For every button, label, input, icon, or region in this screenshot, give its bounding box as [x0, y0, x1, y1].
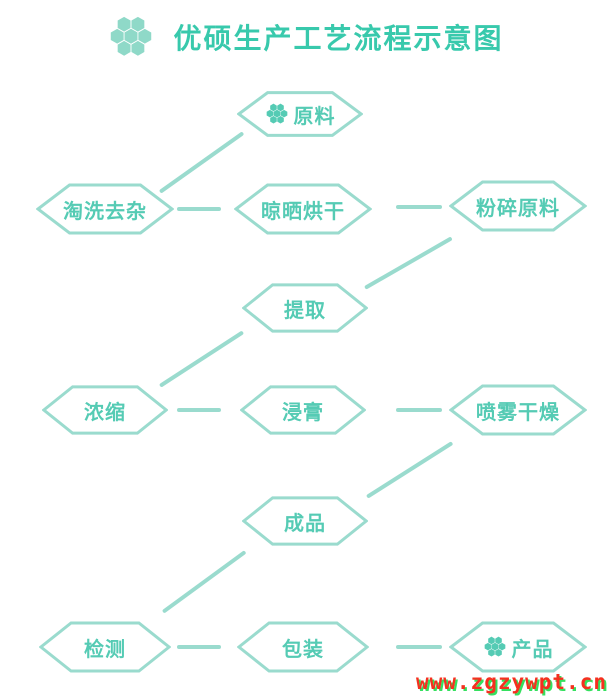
connector-rawmaterial-wash: [158, 131, 245, 194]
connector-dry-crush: [396, 205, 442, 209]
connector-inspect-package: [177, 645, 221, 649]
flower-icon: [265, 103, 289, 125]
hexagon-shape: [242, 282, 368, 334]
connector-crush-extract: [364, 236, 453, 290]
connector-concentrate-paste: [177, 408, 221, 412]
hexagon-shape: [234, 182, 372, 236]
node-inspect: 检测: [39, 620, 171, 674]
connector-spraydry-finished: [365, 441, 454, 499]
node-package: 包装: [237, 620, 369, 674]
node-paste: 浸膏: [240, 384, 366, 436]
node-label: 淘洗去杂: [63, 200, 147, 223]
brand-hexagon-flower-logo: [105, 14, 157, 60]
hexagon-shape: [42, 384, 168, 436]
node-label: 喷雾干燥: [476, 401, 560, 424]
node-concentrate: 浓缩: [42, 384, 168, 436]
node-label: 原料: [265, 100, 336, 129]
node-product: 产品: [449, 620, 587, 674]
node-spray-dry: 喷雾干燥: [449, 383, 587, 437]
node-label: 提取: [284, 299, 326, 322]
hexagon-shape: [449, 383, 587, 437]
node-crush: 粉碎原料: [449, 179, 587, 233]
node-label: 成品: [284, 512, 326, 535]
hexagon-shape: [39, 620, 171, 674]
connector-paste-spraydry: [396, 408, 442, 412]
node-raw-material: 原料: [237, 90, 363, 138]
hexagon-shape: [237, 90, 363, 138]
connector-wash-dry: [177, 207, 221, 211]
node-dry: 晾晒烘干: [234, 182, 372, 236]
connector-extract-concentrate: [158, 330, 245, 388]
hexagon-shape: [36, 182, 174, 236]
diagram-title: 优硕生产工艺流程示意图: [173, 23, 504, 54]
hexagon-shape: [242, 495, 368, 547]
flower-icon: [483, 636, 507, 658]
hexagon-shape: [240, 384, 366, 436]
node-label: 晾晒烘干: [261, 200, 345, 223]
node-label: 包装: [282, 638, 324, 661]
node-wash: 淘洗去杂: [36, 182, 174, 236]
node-label: 检测: [84, 638, 126, 661]
diagram-header: 优硕生产工艺流程示意图: [0, 14, 609, 60]
hexagon-shape: [449, 179, 587, 233]
connector-package-product: [396, 645, 442, 649]
watermark-url: www.zgzywpt.cn: [415, 670, 607, 694]
hexagon-shape: [237, 620, 369, 674]
node-extract: 提取: [242, 282, 368, 334]
node-label: 粉碎原料: [476, 197, 560, 220]
node-label: 产品: [483, 633, 554, 662]
node-finished: 成品: [242, 495, 368, 547]
node-label: 浸膏: [282, 401, 324, 424]
hexagon-shape: [449, 620, 587, 674]
node-label: 浓缩: [84, 401, 126, 424]
connector-finished-inspect: [161, 550, 247, 614]
